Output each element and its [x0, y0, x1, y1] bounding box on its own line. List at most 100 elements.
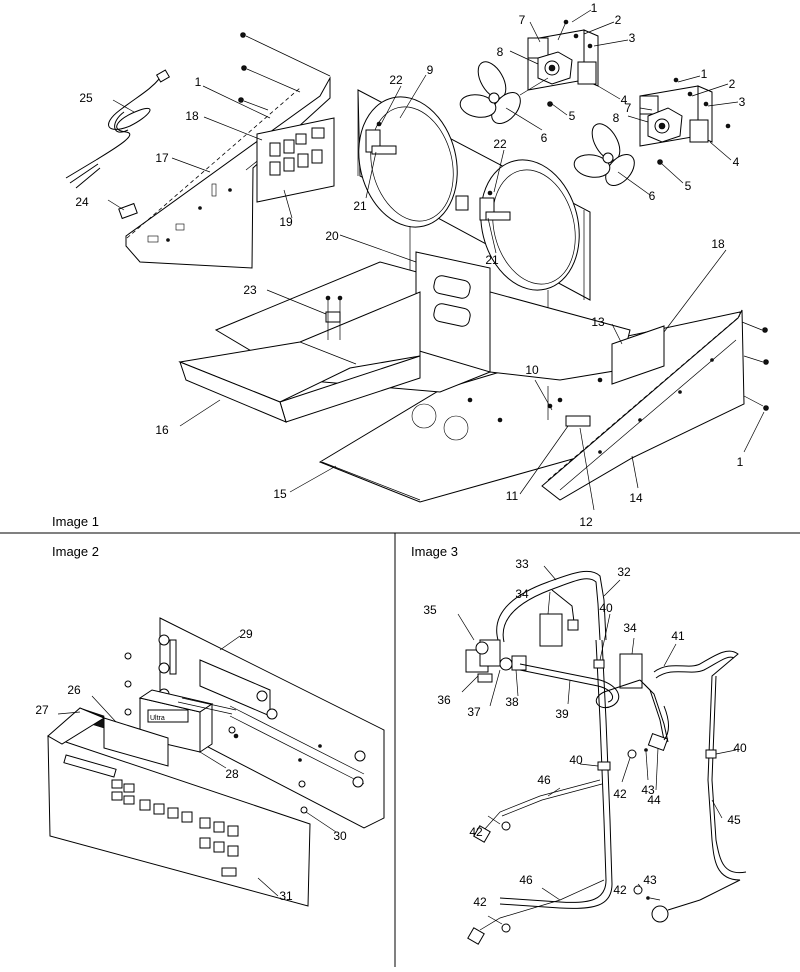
- callout-image2-1: 27: [35, 703, 49, 717]
- leader-lines-image3: [457, 565, 737, 925]
- callout-image3-18: 43: [643, 873, 657, 887]
- image3-drawing: [457, 565, 747, 945]
- callout-image1-23: 16: [155, 423, 169, 437]
- callout-image1-12: 5: [685, 179, 692, 193]
- callout-image3-7: 38: [505, 695, 519, 709]
- callout-image3-17: 43: [641, 783, 655, 797]
- display-overlay: [103, 717, 169, 767]
- callout-image1-27: 19: [279, 215, 293, 229]
- mounting-plate: [611, 325, 665, 385]
- screws-image2: [124, 652, 308, 814]
- screws-left-top: [238, 32, 331, 111]
- callout-image1-31: 22: [389, 73, 403, 87]
- callout-image1-19: 12: [579, 515, 593, 529]
- callout-image2-0: 26: [67, 683, 81, 697]
- callout-image3-8: 39: [555, 707, 569, 721]
- callout-image1-7: 8: [497, 45, 504, 59]
- fan-blade-right: [573, 123, 635, 186]
- wire-connector: [118, 202, 138, 220]
- callout-image3-21: 46: [537, 773, 551, 787]
- callout-image1-20: 13: [591, 315, 605, 329]
- fan-motor-assembly-right: [639, 77, 731, 147]
- front-control-panel: [47, 735, 311, 907]
- callout-image3-19: 44: [647, 793, 661, 807]
- callout-image1-11: 4: [733, 155, 740, 169]
- callout-image1-18: 11: [506, 489, 519, 503]
- power-cord: [95, 77, 161, 161]
- callout-image1-29: 21: [353, 199, 367, 213]
- callout-image1-36: 1: [195, 75, 202, 89]
- callout-image2-5: 31: [279, 889, 293, 903]
- gas-tube-long: [653, 650, 741, 901]
- gas-tube-loop: [496, 570, 607, 641]
- callout-image3-10: 40: [569, 753, 583, 767]
- callout-image3-11: 40: [733, 741, 747, 755]
- callout-image1-21: 14: [629, 491, 643, 505]
- callout-image3-2: 34: [515, 587, 529, 601]
- fitting-37-38: [499, 655, 527, 671]
- callout-numbers: 1234567812345678910111213141516171818192…: [35, 1, 747, 909]
- callout-image1-30: 21: [485, 253, 499, 267]
- gas-tube-vertical: [499, 639, 607, 903]
- right-side-panel: [541, 309, 745, 501]
- callout-image1-9: 2: [729, 77, 736, 91]
- callout-image1-16: 9: [427, 63, 434, 77]
- callout-image1-6: 7: [519, 13, 526, 27]
- callout-image1-10: 3: [739, 95, 746, 109]
- callout-image1-8: 1: [701, 67, 708, 81]
- callout-image1-15: 8: [613, 111, 620, 125]
- thermocouple-wire-upper: [483, 779, 601, 831]
- sensor-bracket: [325, 295, 343, 340]
- callout-image1-34: 24: [75, 195, 89, 209]
- callout-image3-22: 46: [519, 873, 533, 887]
- callout-image1-3: 4: [621, 93, 628, 107]
- callout-image1-33: 23: [243, 283, 257, 297]
- callout-image3-1: 33: [515, 557, 529, 571]
- callout-image1-25: 18: [185, 109, 199, 123]
- thermocouple-wire-lower: [479, 879, 605, 931]
- fan-opening-left: [358, 96, 458, 228]
- leader-lines-image1: [107, 9, 765, 511]
- callout-image1-37: 1: [737, 455, 744, 469]
- orifice-fitting: [647, 705, 670, 752]
- callout-image1-24: 17: [155, 151, 169, 165]
- callout-image1-4: 5: [569, 109, 576, 123]
- callout-image2-2: 28: [225, 767, 239, 781]
- screws-right: [741, 321, 769, 411]
- callout-image3-4: 35: [423, 603, 437, 617]
- callout-image3-14: 42: [469, 825, 483, 839]
- callout-image3-6: 37: [467, 705, 481, 719]
- callout-image1-0: 1: [591, 1, 598, 15]
- callout-image1-5: 6: [541, 131, 548, 145]
- manifold-tube: [519, 663, 641, 708]
- callout-image3-15: 42: [473, 895, 487, 909]
- callout-image3-9: 40: [599, 601, 613, 615]
- image1-drawing: [65, 9, 769, 511]
- fan-opening-right: [480, 159, 580, 291]
- callout-image1-1: 2: [615, 13, 622, 27]
- callout-image3-0: 32: [617, 565, 631, 579]
- section-label-image2: Image 2: [52, 544, 99, 559]
- left-side-panel: [125, 76, 331, 269]
- fan-blade-top: [459, 61, 521, 124]
- callout-image3-13: 42: [613, 787, 627, 801]
- callout-image1-32: 22: [493, 137, 507, 151]
- callout-image1-2: 3: [629, 31, 636, 45]
- callout-image3-3: 34: [623, 621, 637, 635]
- section-label-image1: Image 1: [52, 514, 99, 529]
- control-board: [256, 117, 335, 203]
- fan-motor-assembly-top: [519, 19, 599, 96]
- callout-image1-22: 15: [273, 487, 287, 501]
- callout-image1-35: 25: [79, 91, 93, 105]
- callout-image3-5: 36: [437, 693, 451, 707]
- section-label-image3: Image 3: [411, 544, 458, 559]
- callout-image2-3: 29: [239, 627, 253, 641]
- callout-image1-28: 20: [325, 229, 339, 243]
- callout-image1-14: 7: [625, 101, 632, 115]
- callout-image2-4: 30: [333, 829, 347, 843]
- solenoid-valve: [465, 639, 501, 683]
- display-brand-text: Ultra: [150, 715, 165, 722]
- callout-image3-16: 42: [613, 883, 627, 897]
